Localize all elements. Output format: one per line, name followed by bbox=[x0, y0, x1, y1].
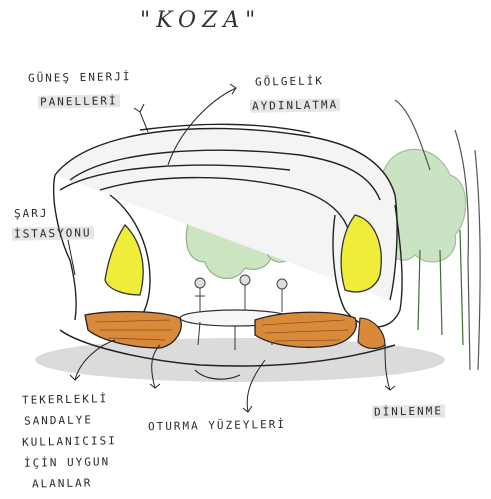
label-shade-line2: AYDINLATMA bbox=[250, 97, 340, 114]
label-shade-line1: GÖLGELİK bbox=[255, 73, 324, 89]
label-wheelchair-line1: TEKERLEKLİ bbox=[22, 391, 108, 408]
label-seating: OTURMA YÜZEYLERİ bbox=[148, 417, 286, 434]
page-title: "KOZA" bbox=[140, 8, 261, 33]
label-wheelchair-line3: KULLANICISI bbox=[22, 433, 117, 450]
people bbox=[195, 275, 287, 312]
bench-right bbox=[255, 312, 356, 347]
bench-left bbox=[85, 312, 181, 348]
solar-panel-left bbox=[105, 225, 143, 295]
label-charge-line1: ŞARJ bbox=[14, 206, 49, 222]
label-solar-line2: PANELLERİ bbox=[38, 93, 120, 109]
label-solar-line1: GÜNEŞ ENERJİ bbox=[28, 69, 132, 86]
label-wheelchair-line2: SANDALYE bbox=[24, 412, 93, 428]
bench-back bbox=[358, 318, 385, 348]
label-wheelchair-line4: İÇİN UYGUN bbox=[24, 454, 110, 471]
label-charge-line2: İSTASYONU bbox=[12, 225, 94, 241]
label-rest: DİNLENME bbox=[372, 403, 445, 419]
label-wheelchair-line5: ALANLAR bbox=[32, 475, 93, 491]
